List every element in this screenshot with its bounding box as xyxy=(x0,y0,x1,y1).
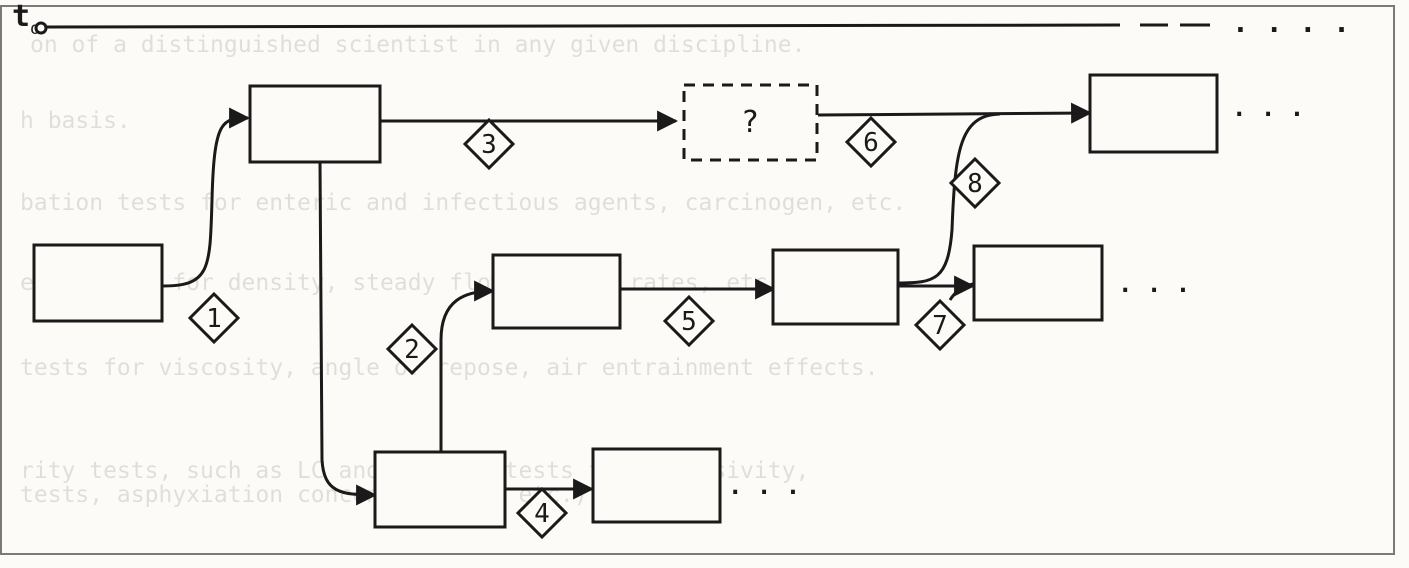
timeline: t o . . . . xyxy=(12,0,1350,39)
process-boxes xyxy=(32,73,1219,529)
continuation-top-right: . . . xyxy=(1232,94,1304,122)
connector-2 xyxy=(439,280,496,452)
step-number: 6 xyxy=(863,128,879,158)
step-diamond-8: 8 xyxy=(948,156,1002,210)
step-number: 8 xyxy=(967,169,983,199)
connector-down xyxy=(318,161,378,506)
step-diamond-shape xyxy=(948,156,1002,210)
step-diamond-1: 1 xyxy=(187,291,241,345)
ghost-line-5: tests for viscosity, angle of repose, ai… xyxy=(20,355,879,381)
step-diamond-4: 4 xyxy=(515,486,569,540)
unknown-box-label: ? xyxy=(741,105,759,140)
timeline-origin-dot xyxy=(34,21,48,35)
step-diamond-5: 5 xyxy=(662,294,716,348)
step-number: 5 xyxy=(681,307,697,337)
unknown-process-box xyxy=(682,83,819,162)
ghost-line-1: on of a distinguished scientist in any g… xyxy=(30,32,805,58)
step-diamond-shape xyxy=(844,115,898,169)
step-diamond-2: 2 xyxy=(385,322,439,376)
connector-6 xyxy=(817,102,1093,124)
continuation-right: . . . xyxy=(1118,270,1190,298)
step-diamond-shape xyxy=(662,294,716,348)
step-diamond-shape xyxy=(462,117,516,171)
step-diamond-shape xyxy=(515,486,569,540)
step-number: 3 xyxy=(481,130,497,160)
step-number: 7 xyxy=(932,311,948,341)
connectors xyxy=(161,102,1093,506)
continuation-marks: . . . . . . . . . xyxy=(728,94,1304,500)
process-box-top-left xyxy=(248,84,382,164)
step-diamond-shape xyxy=(385,322,439,376)
step-number: 1 xyxy=(206,304,222,334)
step-number: 4 xyxy=(534,499,550,529)
step-diamond-6: 6 xyxy=(844,115,898,169)
scan-border xyxy=(0,5,1395,555)
process-box-top-right xyxy=(1088,73,1219,154)
connector-8 xyxy=(897,112,1001,285)
process-box-middle xyxy=(491,253,622,330)
timeline-line xyxy=(45,23,1121,29)
ghost-line-7: tests, asphyxiation concentrations, etc.… xyxy=(20,482,602,508)
process-box-bottom-left xyxy=(373,450,507,529)
step-diamonds: 1 2 3 4 5 6 7 8 xyxy=(187,115,1002,540)
timeline-label: t xyxy=(12,0,30,34)
step-number: 2 xyxy=(404,335,420,365)
step-diamond-shape xyxy=(187,291,241,345)
process-box-right xyxy=(972,244,1104,322)
ghost-line-3: bation tests for enteric and infectious … xyxy=(20,190,906,216)
step-diamond-3: 3 xyxy=(462,117,516,171)
process-box-bottom-right xyxy=(591,447,722,524)
process-box-middle-right xyxy=(771,248,900,326)
step-diamond-shape xyxy=(913,298,967,352)
connector-7-branch xyxy=(948,282,974,301)
step-diamond-7: 7 xyxy=(913,298,967,352)
process-box-start xyxy=(32,243,164,323)
connector-1 xyxy=(161,107,251,288)
continuation-bottom: . . . xyxy=(728,472,800,500)
ghost-line-2: h basis. xyxy=(20,108,131,134)
timeline-trail: . . . . xyxy=(1232,6,1350,39)
